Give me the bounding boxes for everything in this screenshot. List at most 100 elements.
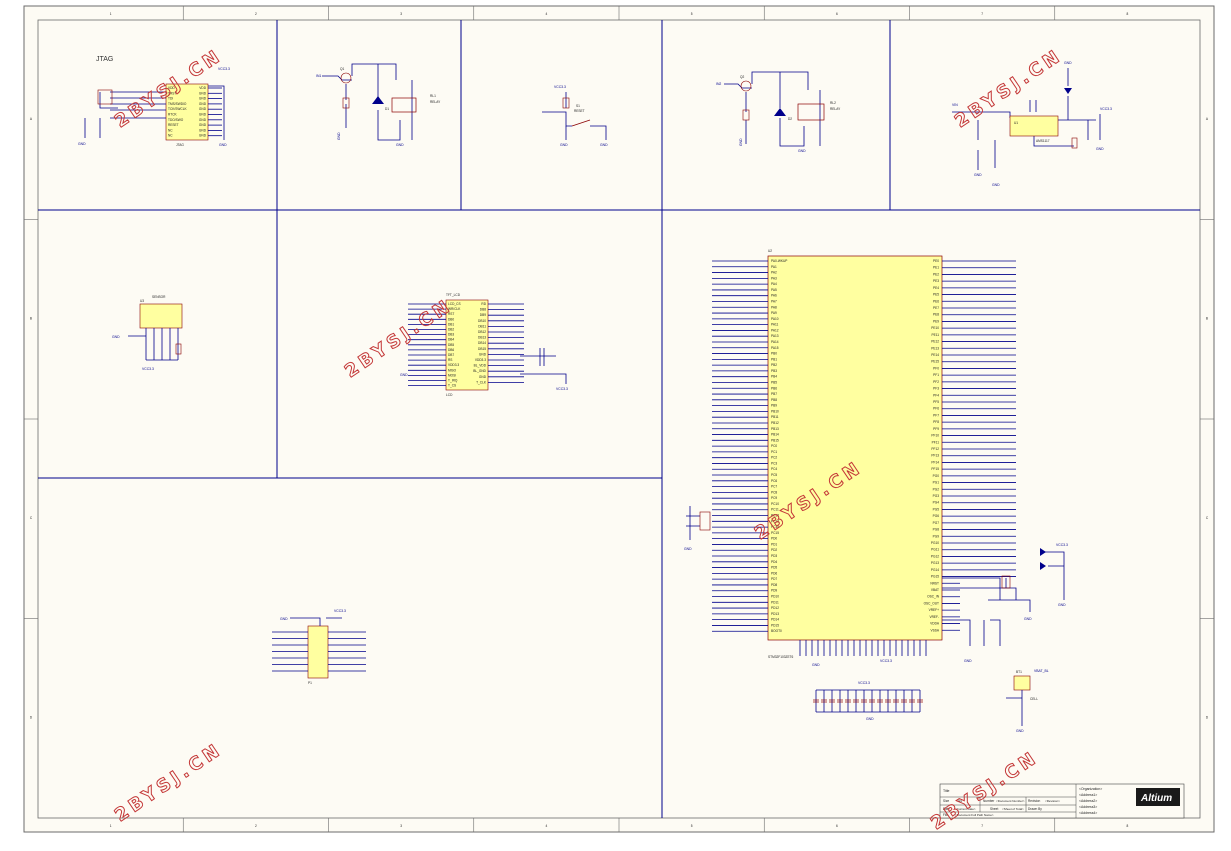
power-led bbox=[1064, 88, 1072, 94]
grid-right-C: C bbox=[1206, 516, 1209, 520]
number-label: Number bbox=[983, 799, 995, 803]
mcu-pin-right: VREF+ bbox=[929, 608, 940, 612]
jtag-pin-right: GND bbox=[199, 91, 207, 95]
battery-gnd: GND bbox=[1016, 729, 1024, 733]
mcu-pin-left: PA0-WKUP bbox=[771, 259, 787, 263]
regulator-ref: U1 bbox=[1014, 121, 1018, 125]
relay2-gnd-a: GND bbox=[739, 138, 743, 146]
lcd-pin-left: RST bbox=[448, 312, 454, 316]
lcd-pin-left: VDD3.3 bbox=[448, 363, 459, 367]
jtag-pin-left: TMS/SWDIO bbox=[168, 102, 187, 106]
mcu-pin-right: PE12 bbox=[931, 340, 939, 344]
sensor-part: SENSOR bbox=[152, 295, 166, 299]
mcu-pin-left: PB5 bbox=[771, 380, 777, 384]
lcd-pin-left: MISO bbox=[448, 368, 457, 372]
mcu-pin-left: PC14 bbox=[771, 525, 779, 529]
relay1-diode bbox=[372, 96, 384, 104]
lcd-pin-left: T_CS bbox=[448, 384, 456, 388]
relay1-q-label: Q1 bbox=[340, 67, 344, 71]
jtag-pin-right: GND bbox=[199, 102, 207, 106]
battery-cell: CELL bbox=[1030, 697, 1038, 701]
power-vout: VCC3.3 bbox=[1100, 107, 1112, 111]
grid-right-A: A bbox=[1206, 117, 1209, 121]
grid-bottom-5: 5 bbox=[691, 824, 693, 828]
mcu-pin-left: PD14 bbox=[771, 618, 779, 622]
mcu-pin-left: PC1 bbox=[771, 450, 777, 454]
lcd-ref: LCD bbox=[446, 393, 453, 397]
relay2-part: RELAY bbox=[830, 107, 841, 111]
mcu-pin-left: PD12 bbox=[771, 606, 779, 610]
mcu-pin-left: PA11 bbox=[771, 323, 779, 327]
mcu-pin-left: PC3 bbox=[771, 461, 777, 465]
relay2-q-label: Q2 bbox=[740, 75, 744, 79]
jtag-pin-right: GND bbox=[199, 97, 207, 101]
lcd-pin-left: MOSI bbox=[448, 373, 456, 377]
jtag-vcc-label: VCC3.3 bbox=[218, 67, 230, 71]
mcu-pin-right: PE0 bbox=[933, 259, 939, 263]
mcu-ref: U2 bbox=[768, 249, 772, 253]
mcu-pin-left: PD3 bbox=[771, 554, 777, 558]
date-value: <Current Date> bbox=[955, 807, 976, 811]
mcu-pin-right: PG7 bbox=[933, 521, 940, 525]
relay1-resistor bbox=[342, 97, 350, 109]
grid-top-7: 7 bbox=[981, 12, 983, 16]
mcu-pin-left: PA8 bbox=[771, 305, 777, 309]
mcu-pin-left: PA13 bbox=[771, 334, 779, 338]
mcu-pin-left: PC15 bbox=[771, 531, 779, 535]
sensor-body bbox=[139, 303, 183, 329]
lcd-pin-right: GND bbox=[479, 375, 487, 379]
mcu-pin-left: PA4 bbox=[771, 282, 777, 286]
size-value: A4 bbox=[958, 799, 962, 803]
grid-top-8: 8 bbox=[1126, 12, 1128, 16]
relay2-coil bbox=[797, 103, 825, 121]
mcu-pin-right: PG12 bbox=[931, 554, 939, 558]
mcu-pin-left: PA14 bbox=[771, 340, 779, 344]
lcd-gnd: GND bbox=[400, 373, 408, 377]
mcu-pin-right: PG2 bbox=[933, 487, 940, 491]
mcu-pin-left: PC11 bbox=[771, 508, 779, 512]
connector-block: P1 GND VCC3.3 bbox=[272, 609, 366, 685]
lcd-pin-right: DB8 bbox=[480, 308, 486, 312]
file-label: File bbox=[943, 813, 948, 817]
mcu-pin-left: PC10 bbox=[771, 502, 779, 506]
grid-top-3: 3 bbox=[400, 12, 402, 16]
mcu-pin-left: PB7 bbox=[771, 392, 777, 396]
relay1-input: IN1 bbox=[316, 74, 321, 78]
mcu-pin-right: PF8 bbox=[933, 420, 939, 424]
battery-label: VBAT_BL bbox=[1034, 669, 1049, 673]
mcu-pin-right: PE2 bbox=[933, 272, 939, 276]
grid-left-C: C bbox=[30, 516, 33, 520]
crystal-rtc bbox=[699, 511, 711, 531]
sensor-resistor bbox=[175, 343, 182, 355]
grid-top-5: 5 bbox=[691, 12, 693, 16]
connector-body bbox=[307, 625, 329, 679]
drawn-label: Drawn By bbox=[1028, 807, 1042, 811]
mcu-pin-left: PD10 bbox=[771, 595, 779, 599]
mcu-pin-left: PB6 bbox=[771, 386, 777, 390]
mcu-pin-right: PG4 bbox=[933, 501, 940, 505]
mcu-pin-right: PF9 bbox=[933, 427, 939, 431]
jtag-pin-left: TDO/SWO bbox=[168, 118, 184, 122]
sheet-value: <Sheet of Total> bbox=[1002, 807, 1024, 811]
mcu-pin-right: PF2 bbox=[933, 380, 939, 384]
mcu-pin-right: PG15 bbox=[931, 575, 939, 579]
relay1-part: RELAY bbox=[430, 100, 441, 104]
mcu-pin-right: PF12 bbox=[931, 447, 939, 451]
mcu-pin-left: PB4 bbox=[771, 375, 777, 379]
relay2-diode bbox=[774, 108, 786, 116]
mcu-pin-left: PD5 bbox=[771, 566, 777, 570]
caps-gnd: GND bbox=[866, 717, 874, 721]
mcu-gnd-bottom: GND bbox=[812, 663, 820, 667]
mcu-pin-left: PA6 bbox=[771, 294, 777, 298]
mcu-pin-right: PF5 bbox=[933, 400, 939, 404]
lcd-pin-right: BL_GND bbox=[473, 369, 486, 373]
mcu-pin-left: PD9 bbox=[771, 589, 777, 593]
jtag-pin-left: TCK/SWCLK bbox=[168, 107, 187, 111]
grid-top-4: 4 bbox=[545, 12, 547, 16]
mcu-pin-right: PE14 bbox=[931, 353, 939, 357]
relay1-coil bbox=[391, 97, 417, 113]
mcu-pin-right: PE10 bbox=[931, 326, 939, 330]
relay2-input: IN2 bbox=[716, 82, 721, 86]
mcu-pin-left: PD4 bbox=[771, 560, 777, 564]
